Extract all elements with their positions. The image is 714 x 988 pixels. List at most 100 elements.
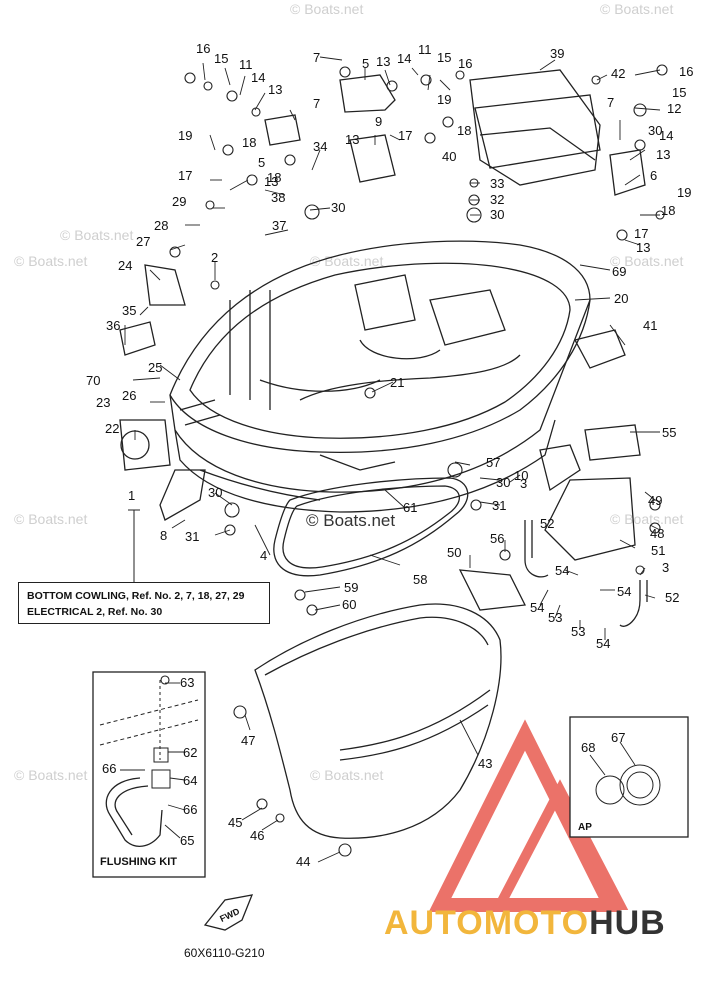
callout-label: 17 [398, 128, 412, 143]
callout-label: 7 [313, 96, 320, 111]
callout-label: 8 [160, 528, 167, 543]
bottom-cowling [169, 240, 626, 513]
callout-label: 3 [520, 476, 527, 491]
exhaust-cover [469, 69, 601, 186]
callout-label: 50 [447, 545, 461, 560]
seal-gasket [273, 477, 469, 577]
callout-label: 12 [667, 101, 681, 116]
callout-label: 13 [376, 54, 390, 69]
hardware [160, 64, 668, 857]
flushing-kit-box [92, 671, 206, 878]
callout-label: 17 [178, 168, 192, 183]
callout-label: 32 [490, 192, 504, 207]
callout-label: 18 [457, 123, 471, 138]
callout-label: 47 [241, 733, 255, 748]
callout-label: 31 [185, 529, 199, 544]
callout-label: 39 [550, 46, 564, 61]
callout-label: 44 [296, 854, 310, 869]
callout-label: 52 [665, 590, 679, 605]
callout-label: 38 [271, 190, 285, 205]
callout-label: 40 [442, 149, 456, 164]
callout-label: 21 [390, 375, 404, 390]
callout-label: 16 [458, 56, 472, 71]
callout-label: 41 [643, 318, 657, 333]
callout-label: 61 [403, 500, 417, 515]
callout-label: 19 [677, 185, 691, 200]
watermark: © Boats.net [600, 1, 673, 17]
watermark: © Boats.net [14, 767, 87, 783]
center-watermark: © Boats.net [306, 511, 395, 530]
callout-label: 26 [122, 388, 136, 403]
callout-label: 19 [437, 92, 451, 107]
callout-label: 5 [258, 155, 265, 170]
brand-part-2: HUB [589, 904, 666, 942]
callout-label: 14 [659, 128, 673, 143]
callout-label: 46 [250, 828, 264, 843]
callout-label: 9 [375, 114, 382, 129]
callout-label: 22 [105, 421, 119, 436]
callout-label: 1 [128, 488, 135, 503]
callout-label: 10 [514, 468, 528, 483]
brand-wordmark: AUTOMOTOHUB [384, 904, 666, 943]
callout-label: 59 [344, 580, 358, 595]
callout-label: 33 [490, 176, 504, 191]
callout-label: 11 [418, 42, 432, 57]
bracket-assembly [119, 74, 646, 611]
callout-1-bracket [128, 509, 140, 582]
callout-label: 20 [614, 291, 628, 306]
watermarks: © Boats.net © Boats.net © Boats.net © Bo… [14, 1, 683, 783]
callout-label: 18 [661, 203, 675, 218]
callout-label: 43 [478, 756, 492, 771]
callout-label: 18 [242, 135, 256, 150]
callout-label: 37 [272, 218, 286, 233]
callout-label: 23 [96, 395, 110, 410]
ap-label: AP [578, 822, 592, 833]
callout-label: 11 [239, 57, 253, 72]
callout-label: 15 [672, 85, 686, 100]
fwd-arrow-icon: FWD [203, 894, 254, 931]
callout-label: 70 [86, 373, 100, 388]
callout-label: 66 [102, 761, 116, 776]
callout-label: 13 [264, 174, 278, 189]
callout-label: 25 [148, 360, 162, 375]
callout-label: 68 [581, 740, 595, 755]
callout-label: 18 [267, 170, 281, 185]
callout-label: 54 [555, 563, 569, 578]
callout-label: 15 [214, 51, 228, 66]
watermark: © Boats.net [60, 227, 133, 243]
callout-label: 17 [634, 226, 648, 241]
callout-label: 3 [662, 560, 669, 575]
callout-label: 14 [251, 70, 265, 85]
callout-label: 63 [180, 675, 194, 690]
callout-label: 30 [496, 475, 510, 490]
callout-label: 29 [172, 194, 186, 209]
callout-label: 13 [636, 240, 650, 255]
callout-label: 53 [548, 610, 562, 625]
callout-label: 54 [596, 636, 610, 651]
callout-label: 27 [136, 234, 150, 249]
callout-label: 66 [183, 802, 197, 817]
callout-label: 58 [413, 572, 427, 587]
watermark: © Boats.net [290, 1, 363, 17]
watermark: © Boats.net [610, 253, 683, 269]
callout-label: 6 [650, 168, 657, 183]
callout-label: 34 [313, 139, 327, 154]
callout-label: 7 [313, 50, 320, 65]
callout-label: 55 [662, 425, 676, 440]
callout-label: 57 [486, 455, 500, 470]
callout-label: 62 [183, 745, 197, 760]
callout-label: 19 [178, 128, 192, 143]
front-apron [254, 603, 502, 839]
leader-lines [120, 56, 661, 863]
brand-part-1: AUTOMOTO [384, 904, 590, 942]
callout-label: 69 [612, 264, 626, 279]
callout-label: 67 [611, 730, 625, 745]
callout-label: 60 [342, 597, 356, 612]
callout-label: 45 [228, 815, 242, 830]
watermark: © Boats.net [310, 767, 383, 783]
callout-label: 52 [540, 516, 554, 531]
callout-label: 35 [122, 303, 136, 318]
reference-note-line: ELECTRICAL 2, Ref. No. 30 [27, 606, 163, 618]
callout-label: 16 [196, 41, 210, 56]
callout-label: 2 [211, 250, 218, 265]
